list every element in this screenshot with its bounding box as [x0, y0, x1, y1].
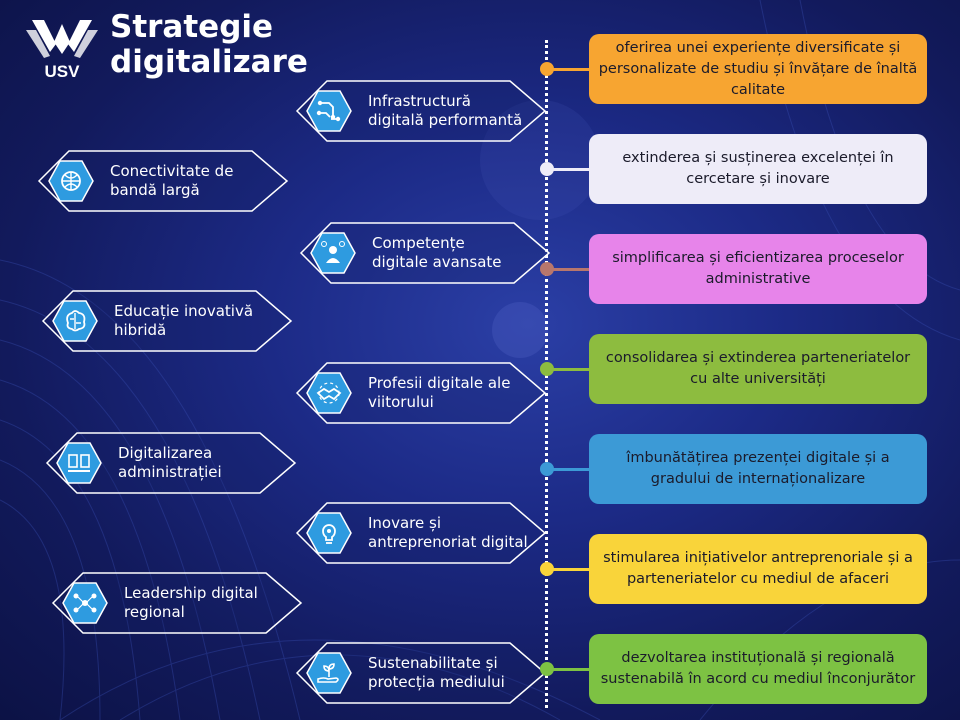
pillar-label-line-1: Conectivitate de — [110, 162, 234, 180]
objective-connector — [548, 468, 590, 471]
objective-text: oferirea unei experiențe diversificate ș… — [598, 39, 918, 98]
hand-plant-icon — [306, 651, 352, 695]
timeline-dot — [540, 362, 554, 376]
pillar-label-line-1: Educație inovativă — [114, 302, 254, 320]
objective-box: consolidarea și extinderea parteneriatel… — [589, 334, 927, 404]
pillar-label-line-1: Competențe — [372, 234, 465, 252]
objective-text: stimularea inițiativelor antreprenoriale… — [603, 550, 913, 587]
team-network-icon — [62, 581, 108, 625]
objective-connector — [548, 168, 590, 171]
objective-box: îmbunătățirea prezenței digitale și a gr… — [589, 434, 927, 504]
handshake-icon — [306, 371, 352, 415]
objective-text: dezvoltarea instituțională și regională … — [600, 650, 916, 687]
circuit-icon — [306, 89, 352, 133]
pillar-label-line-1: Sustenabilitate și — [368, 654, 498, 672]
objective-text: simplificarea și eficientizarea procesel… — [612, 250, 904, 287]
timeline-dot — [540, 262, 554, 276]
pillar-label-line-1: Infrastructură — [368, 92, 471, 110]
objective-connector — [548, 268, 590, 271]
pillar-label-line-2: bandă largă — [110, 181, 200, 199]
pillar-label-line-1: Inovare și — [368, 514, 441, 532]
usv-logo: USV — [26, 20, 98, 80]
objective-box: simplificarea și eficientizarea procesel… — [589, 234, 927, 304]
person-gears-icon — [310, 231, 356, 275]
objective-connector — [548, 668, 590, 671]
globe-network-icon — [48, 159, 94, 203]
pillar-label-line-2: antreprenoriat digital — [368, 533, 528, 551]
page-title: Strategie digitalizare — [110, 10, 308, 80]
title-line-1: Strategie — [110, 9, 274, 45]
brain-icon — [52, 299, 98, 343]
objective-box: dezvoltarea instituțională și regională … — [589, 634, 927, 704]
pillar-label-line-2: protecția mediului — [368, 673, 505, 691]
timeline-dot — [540, 462, 554, 476]
timeline-dot — [540, 162, 554, 176]
timeline-dot — [540, 562, 554, 576]
title-line-2: digitalizare — [110, 44, 308, 80]
objective-text: îmbunătățirea prezenței digitale și a gr… — [626, 450, 890, 487]
objective-box: extinderea și susținerea excelenței în c… — [589, 134, 927, 204]
pillar-label-line-2: viitorului — [368, 393, 434, 411]
pillar-label-line-2: hibridă — [114, 321, 167, 339]
pillar-label-line-2: administrației — [118, 463, 222, 481]
objective-box: oferirea unei experiențe diversificate ș… — [589, 34, 927, 104]
documents-icon — [56, 441, 102, 485]
pillar-label-line-1: Profesii digitale ale — [368, 374, 511, 392]
pillar-label-line-2: digitale avansate — [372, 253, 502, 271]
logo-text: USV — [45, 62, 81, 80]
lightbulb-gear-icon — [306, 511, 352, 555]
objective-connector — [548, 368, 590, 371]
objective-connector — [548, 68, 590, 71]
pillar-label-line-1: Digitalizarea — [118, 444, 213, 462]
timeline-dot — [540, 662, 554, 676]
objective-text: extinderea și susținerea excelenței în c… — [622, 150, 894, 187]
pillar-label-line-2: regional — [124, 603, 185, 621]
objective-connector — [548, 568, 590, 571]
pillar-label-line-1: Leadership digital — [124, 584, 258, 602]
objective-box: stimularea inițiativelor antreprenoriale… — [589, 534, 927, 604]
timeline-dot — [540, 62, 554, 76]
pillar-label-line-2: digitală performantă — [368, 111, 523, 129]
objective-text: consolidarea și extinderea parteneriatel… — [605, 350, 911, 387]
